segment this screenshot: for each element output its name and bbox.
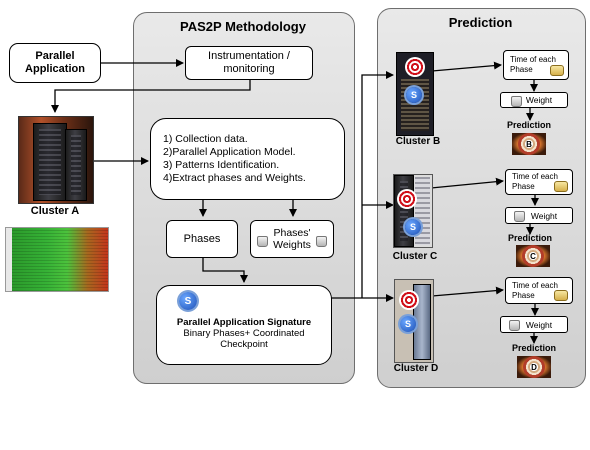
cluster-b-weight-label: Weight — [525, 95, 553, 105]
phases-label: Phases — [183, 233, 221, 245]
heatmap-image — [5, 227, 109, 292]
cluster-d-time-line2: Phase — [512, 290, 535, 300]
cluster-c-server-image: S — [393, 174, 433, 248]
cluster-b-weight-box: Weight — [500, 92, 568, 108]
cluster-a-label: Cluster A — [30, 205, 80, 217]
phases-box: Phases — [166, 220, 238, 258]
step-patterns-identification: 3) Patterns Identification. — [163, 159, 280, 171]
cluster-c-prediction-label: Prediction — [507, 233, 552, 243]
instrumentation-box: Instrumentation / monitoring — [185, 46, 313, 80]
signature-s-icon: S — [405, 219, 421, 235]
signature-s-icon: S — [406, 87, 422, 103]
weight-icon — [257, 236, 268, 247]
step-collection-data: 1) Collection data. — [163, 133, 248, 145]
phases-weights-box: Phases' Weights — [250, 220, 334, 258]
clock-icon — [554, 181, 568, 192]
cluster-b-label: Cluster B — [395, 136, 441, 147]
weight-icon — [511, 96, 522, 107]
cluster-b-prediction-label: Prediction — [506, 120, 551, 130]
cluster-b-time-line1: Time of each — [510, 55, 556, 64]
cluster-d-prediction-image: D — [517, 356, 551, 378]
cluster-d-weight-label: Weight — [525, 319, 553, 330]
step-application-model: 2)Parallel Application Model. — [163, 146, 296, 158]
server-rack-icon — [33, 123, 67, 201]
methodology-title: PAS2P Methodology — [180, 19, 306, 34]
cluster-d-time-line1: Time of each — [512, 280, 558, 290]
signature-line3: Checkpoint — [220, 339, 268, 350]
target-icon — [397, 189, 417, 209]
signature-s-icon: S — [400, 316, 416, 332]
cluster-d-label: Cluster D — [393, 363, 439, 374]
target-icon — [399, 290, 419, 310]
cluster-a-server-image — [18, 116, 94, 204]
cluster-b-time-box: Time of each Phase — [503, 50, 569, 80]
cluster-b-time-line2: Phase — [510, 65, 533, 74]
signature-box: S Parallel Application Signature Binary … — [156, 285, 332, 365]
collection-steps-box: 1) Collection data. 2)Parallel Applicati… — [150, 118, 345, 200]
cluster-b-server-image: S — [396, 52, 434, 136]
cluster-b-prediction-image: B — [512, 133, 546, 155]
cluster-c-weight-label: Weight — [530, 210, 558, 221]
cluster-c-prediction-image: C — [516, 245, 550, 267]
parallel-application-line2: Application — [25, 63, 85, 75]
step-extract-phases: 4)Extract phases and Weights. — [163, 172, 306, 184]
cluster-c-time-line1: Time of each — [512, 172, 558, 181]
weights-line2: Weights — [273, 239, 311, 251]
cluster-d-prediction-label: Prediction — [511, 343, 556, 353]
server-rack-icon — [65, 129, 87, 201]
prediction-badge-icon: D — [523, 356, 545, 378]
cluster-c-time-box: Time of each Phase — [505, 169, 573, 195]
weight-icon — [316, 236, 327, 247]
signature-line2: Binary Phases+ Coordinated — [183, 328, 305, 339]
instrumentation-line1: Instrumentation / — [208, 50, 290, 62]
weights-line1: Phases' — [273, 227, 311, 239]
prediction-badge-icon: B — [518, 133, 540, 155]
cluster-d-time-box: Time of each Phase — [505, 277, 573, 304]
weight-icon — [509, 320, 520, 331]
clock-icon — [550, 65, 564, 76]
parallel-application-box: Parallel Application — [9, 43, 101, 83]
cluster-c-label: Cluster C — [392, 251, 438, 262]
cluster-d-weight-box: Weight — [500, 316, 568, 333]
prediction-badge-icon: C — [522, 245, 544, 267]
server-rack-icon — [394, 175, 414, 247]
prediction-title: Prediction — [448, 15, 513, 30]
target-icon — [405, 57, 425, 77]
cluster-c-time-line2: Phase — [512, 182, 535, 191]
signature-s-icon: S — [179, 292, 197, 310]
cluster-c-weight-box: Weight — [505, 207, 573, 224]
instrumentation-line2: monitoring — [223, 63, 275, 75]
parallel-application-line1: Parallel — [35, 50, 75, 62]
signature-title: Parallel Application Signature — [176, 317, 312, 328]
cluster-d-server-image: S — [394, 279, 434, 363]
weight-icon — [514, 211, 525, 222]
clock-icon — [554, 290, 568, 301]
